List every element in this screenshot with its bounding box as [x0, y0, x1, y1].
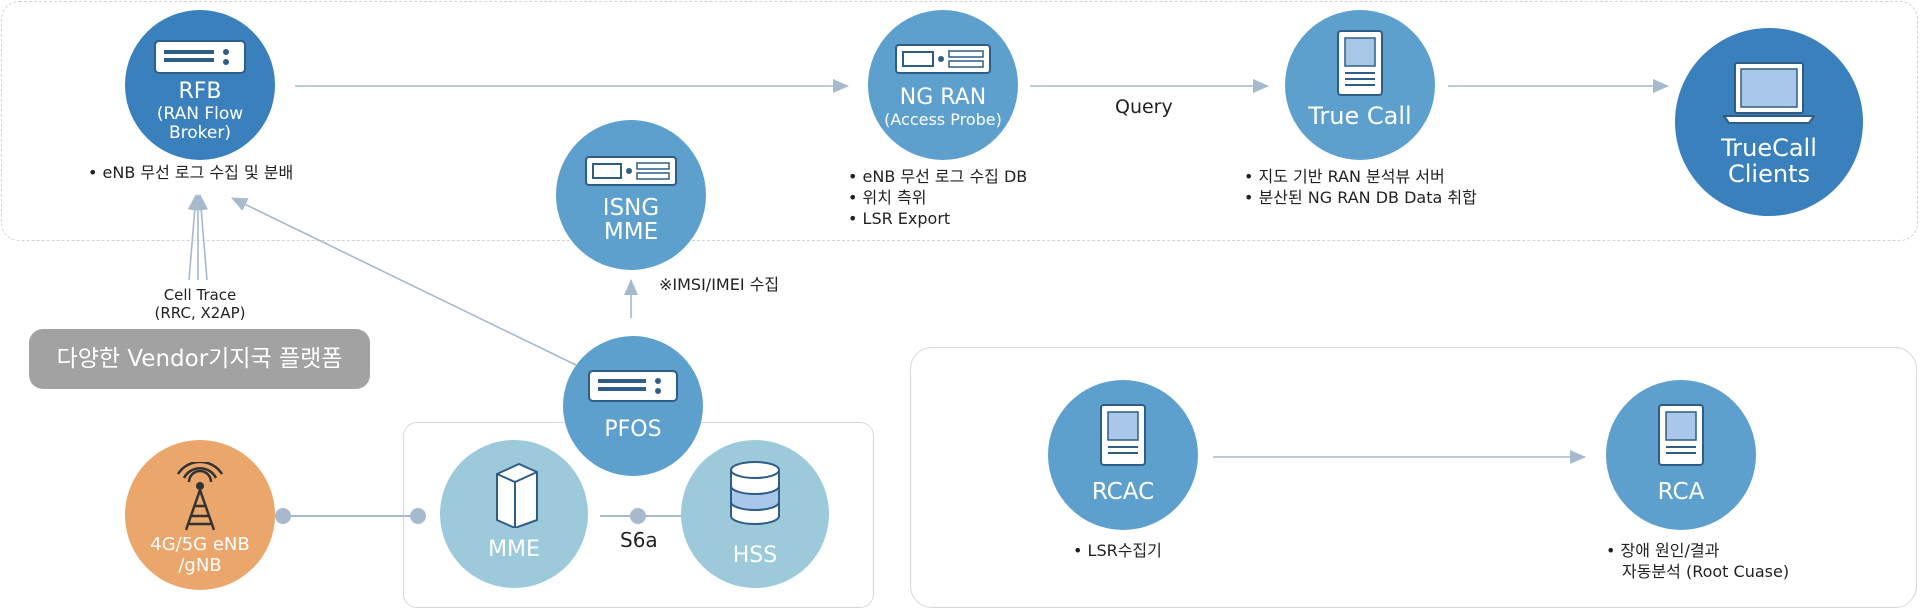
cell-trace-line-1: Cell Trace	[163, 286, 237, 304]
rca-desc-line: 자동분석 (Root Cuase)	[1622, 562, 1790, 581]
link-dot-mme	[410, 508, 426, 524]
core-links	[275, 508, 690, 524]
link-dot-enb	[275, 508, 291, 524]
rca-description: • 장애 원인/결과 자동분석 (Root Cuase)	[1606, 540, 1789, 582]
flow-arrows	[187, 79, 1669, 464]
mme-node: MME	[440, 440, 588, 588]
top-panel	[1, 1, 1918, 241]
rfb-node: RFB (RAN Flow Broker)	[125, 10, 275, 160]
ng-ran-desc-line: • LSR Export	[848, 209, 951, 228]
mme-title: MME	[488, 537, 540, 562]
true-call-desc-line: • 분산된 NG RAN DB Data 취합	[1244, 188, 1477, 207]
enb-title-2: /gNB	[178, 555, 222, 576]
s6a-label: S6a	[620, 528, 658, 552]
imsi-note: ※IMSI/IMEI 수집	[659, 275, 780, 294]
server-tower-icon	[1100, 404, 1146, 466]
server-box-icon	[496, 462, 538, 528]
true-call-desc-line: • 지도 기반 RAN 분석뷰 서버	[1244, 167, 1445, 186]
pfos-title: PFOS	[604, 417, 662, 442]
rcac-desc-line: • LSR수집기	[1073, 541, 1162, 560]
true-call-title: True Call	[1308, 102, 1412, 130]
hss-node: HSS	[681, 440, 829, 588]
analysis-panel	[910, 347, 1917, 608]
truecall-clients-node: TrueCall Clients	[1675, 28, 1863, 216]
rfb-description: • eNB 무선 로그 수집 및 분배	[88, 162, 293, 183]
enb-node: 4G/5G eNB /gNB	[125, 440, 275, 590]
rca-desc-line: • 장애 원인/결과	[1606, 541, 1720, 560]
rca-title: RCA	[1657, 479, 1705, 505]
arrow-celltrace-3	[194, 194, 209, 281]
ng-ran-description: • eNB 무선 로그 수집 DB • 위치 측위 • LSR Export	[848, 166, 1027, 229]
enb-title-1: 4G/5G eNB	[150, 534, 250, 555]
vendor-platform-badge: 다양한 Vendor기지국 플랫폼	[29, 329, 370, 389]
truecall-clients-title-2: Clients	[1728, 160, 1810, 188]
server-icon	[588, 370, 678, 402]
query-label: Query	[1115, 96, 1173, 118]
rfb-title: RFB	[178, 79, 222, 104]
arrow-pfos-to-rfb	[231, 197, 577, 366]
isng-mme-title-1: ISNG	[602, 195, 660, 221]
pfos-node: PFOS	[563, 336, 703, 476]
ng-ran-title: NG RAN	[899, 85, 987, 110]
ng-ran-subtitle: (Access Probe)	[884, 110, 1002, 129]
rcac-description: • LSR수집기	[1073, 540, 1162, 561]
rfb-desc-line: • eNB 무선 로그 수집 및 분배	[88, 163, 294, 182]
arrow-celltrace-1	[187, 194, 202, 281]
rfb-subtitle-1: (RAN Flow	[156, 104, 244, 124]
server-tower-icon	[1337, 30, 1383, 96]
isng-mme-node: ISNG MME	[556, 120, 706, 270]
laptop-icon	[1723, 62, 1815, 124]
ng-ran-desc-line: • eNB 무선 로그 수집 DB	[848, 167, 1028, 186]
rca-node: RCA	[1606, 380, 1756, 530]
rcac-node: RCAC	[1048, 380, 1198, 530]
truecall-clients-title-1: TrueCall	[1721, 134, 1817, 162]
rfb-subtitle-2: Broker)	[169, 123, 231, 143]
rcac-title: RCAC	[1091, 479, 1155, 505]
server-icon	[154, 40, 246, 74]
hss-title: HSS	[732, 543, 778, 568]
cell-trace-line-2: (RRC, X2AP)	[154, 304, 246, 322]
server-tower-icon	[1658, 404, 1704, 466]
link-dot-s6a	[630, 508, 646, 524]
server-icon	[895, 44, 991, 74]
isng-mme-title-2: MME	[603, 219, 659, 245]
ng-ran-desc-line: • 위치 측위	[848, 188, 927, 207]
server-icon	[585, 156, 677, 186]
true-call-node: True Call	[1285, 10, 1435, 160]
database-icon	[730, 461, 780, 525]
antenna-tower-icon	[176, 462, 224, 531]
true-call-description: • 지도 기반 RAN 분석뷰 서버 • 분산된 NG RAN DB Data …	[1244, 166, 1477, 208]
ng-ran-node: NG RAN (Access Probe)	[868, 10, 1018, 160]
cell-trace-label: Cell Trace (RRC, X2AP)	[140, 286, 260, 322]
